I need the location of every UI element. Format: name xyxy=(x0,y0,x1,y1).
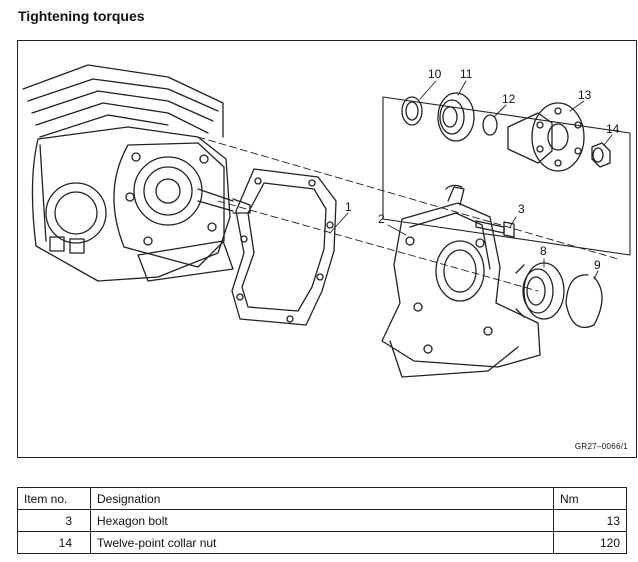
transmission-housing xyxy=(22,64,251,282)
callout-11: 11 xyxy=(460,67,473,81)
header-nm: Nm xyxy=(553,487,627,510)
callout-3: 3 xyxy=(518,202,525,216)
shaft-seal-part-11 xyxy=(437,92,475,142)
page-title: Tightening torques xyxy=(18,8,145,24)
exploded-view-drawing: 1 2 3 8 9 10 11 12 13 14 xyxy=(22,64,631,378)
torque-value: 13 xyxy=(553,509,627,532)
table-header-row: Item no. Designation Nm xyxy=(17,487,627,510)
exploded-view-diagram: 1 2 3 8 9 10 11 12 13 14 GR27–0066/1 xyxy=(17,40,637,458)
callout-10: 10 xyxy=(428,67,442,81)
tightening-torque-table: Item no. Designation Nm 3 Hexagon bolt 1… xyxy=(17,487,627,554)
gasket-part-1 xyxy=(231,168,337,326)
designation: Hexagon bolt xyxy=(90,509,554,532)
callout-1: 1 xyxy=(345,200,352,214)
group-bracket xyxy=(382,96,631,256)
callout-9: 9 xyxy=(594,258,601,272)
item-number: 3 xyxy=(17,509,91,532)
collar-nut-part-14 xyxy=(591,142,611,168)
table-row: 14 Twelve-point collar nut 120 xyxy=(17,531,627,554)
leader-lines xyxy=(329,80,613,280)
o-ring-part-12 xyxy=(482,114,498,136)
header-designation: Designation xyxy=(90,487,554,510)
seal-ring-part-10 xyxy=(401,96,423,126)
extension-housing-part-2 xyxy=(381,184,541,378)
callout-12: 12 xyxy=(502,92,516,106)
callout-14: 14 xyxy=(606,122,620,136)
table-row: 3 Hexagon bolt 13 xyxy=(17,509,627,532)
torque-value: 120 xyxy=(553,531,627,554)
item-number: 14 xyxy=(17,531,91,554)
designation: Twelve-point collar nut xyxy=(90,531,554,554)
callout-2: 2 xyxy=(378,212,385,226)
hexagon-bolt-part-3 xyxy=(475,220,515,238)
callout-8: 8 xyxy=(540,244,547,258)
companion-flange-part-13 xyxy=(507,102,585,172)
assembly-axis-lines xyxy=(197,136,619,292)
ball-bearing-part-8 xyxy=(515,262,565,320)
figure-reference: GR27–0066/1 xyxy=(574,442,628,451)
header-item-no: Item no. xyxy=(17,487,91,510)
callout-13: 13 xyxy=(578,88,592,102)
circlip-part-9 xyxy=(565,274,603,329)
